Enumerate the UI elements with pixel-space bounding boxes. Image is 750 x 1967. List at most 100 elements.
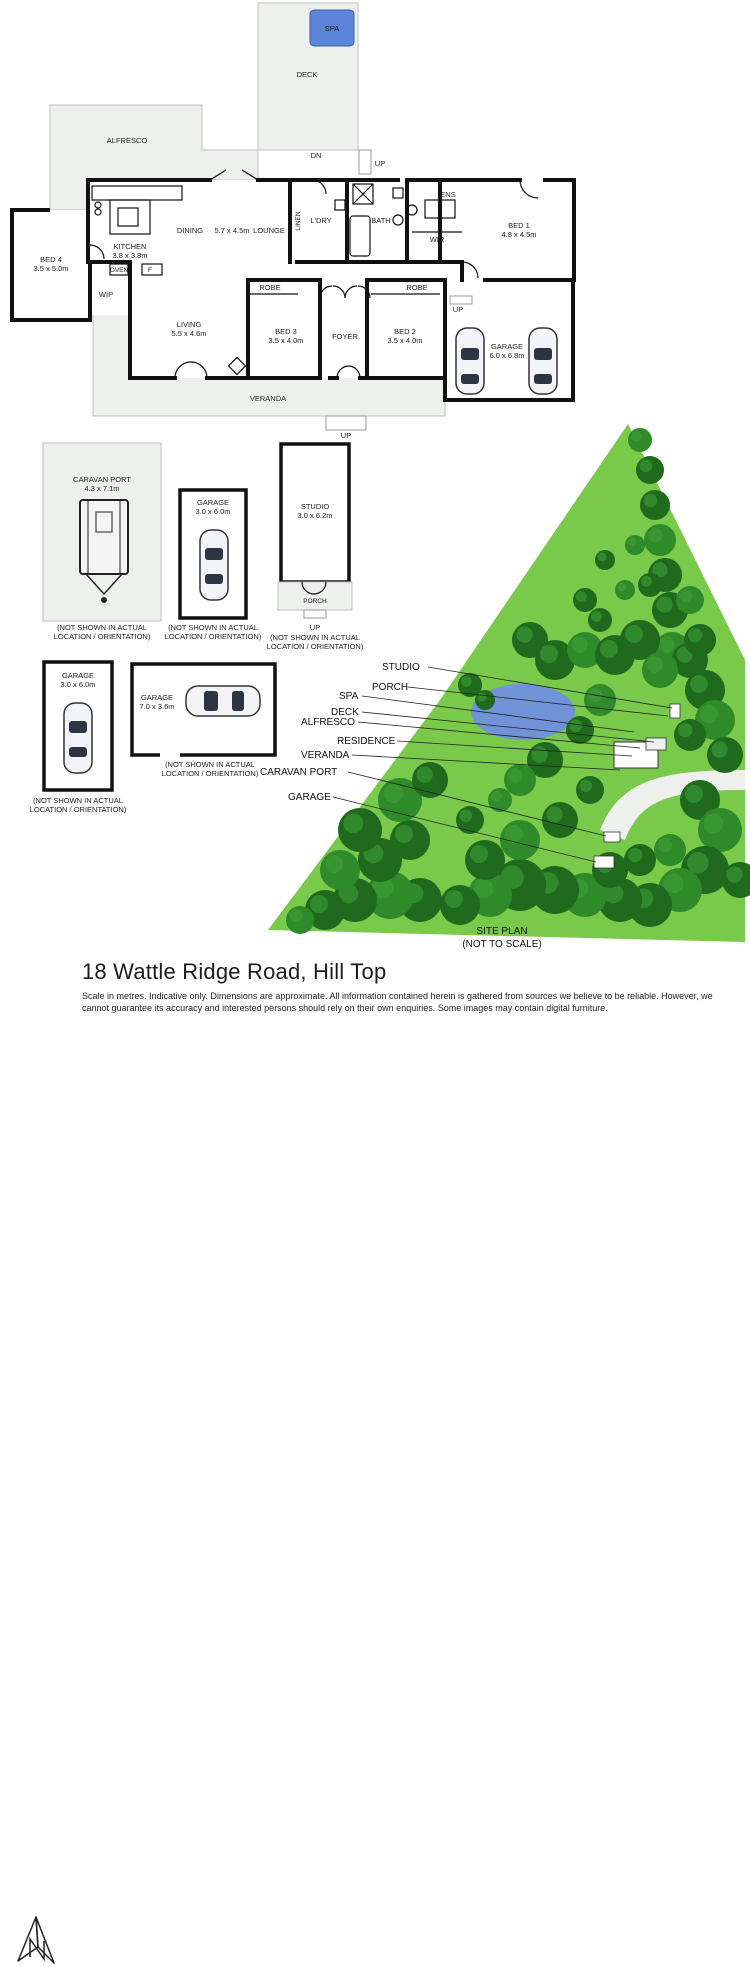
tree-highlight: [658, 838, 673, 853]
floor-plan: SPA DECK ALFRESCO DN UP: [10, 2, 750, 950]
property-address: 18 Wattle Ridge Road, Hill Top: [82, 959, 387, 984]
north-arrow-icon: [17, 1916, 55, 1964]
caravan-port-label: CARAVAN PORT: [73, 475, 131, 484]
tree-highlight: [703, 813, 724, 834]
ens-label: ENS: [440, 190, 455, 199]
tree-highlight: [625, 625, 643, 643]
veranda-label: VERANDA: [250, 394, 286, 403]
studio-not-shown-1: (NOT SHOWN IN ACTUAL: [270, 633, 360, 642]
tree-highlight: [656, 596, 673, 613]
caravan-not-shown-2: LOCATION / ORIENTATION): [54, 632, 151, 641]
tree-highlight: [600, 640, 618, 658]
tree-highlight: [540, 645, 558, 663]
car-icon: [185, 685, 261, 717]
wir-label: WIR: [430, 235, 445, 244]
site-label-residence: RESIDENCE: [337, 736, 396, 747]
tree-highlight: [652, 562, 668, 578]
deck-steps: [358, 149, 372, 175]
tree-highlight: [531, 746, 548, 763]
site-label-spa: SPA: [339, 691, 359, 702]
tree-highlight: [663, 873, 684, 894]
robe-label-bed3: ROBE: [259, 283, 280, 292]
studio-size: 3.0 x 6.2m: [297, 511, 332, 520]
studio-not-shown-2: LOCATION / ORIENTATION): [267, 642, 364, 651]
garage-b-not-shown-1: (NOT SHOWN IN ACTUAL: [33, 796, 123, 805]
bed2-size: 3.5 x 4.0m: [387, 336, 422, 345]
tree-highlight: [372, 877, 394, 899]
car-icon: [199, 529, 229, 601]
living-label: LIVING: [177, 320, 202, 329]
studio-steps: [303, 609, 327, 619]
tree-highlight: [416, 766, 433, 783]
tree-highlight: [470, 845, 488, 863]
tree-highlight: [546, 806, 563, 823]
garage-c-label: GARAGE: [141, 693, 173, 702]
site-label-garage: GARAGE: [288, 792, 331, 803]
tree-highlight: [477, 692, 487, 702]
garage-steps: [449, 295, 473, 305]
tree-highlight: [639, 459, 653, 473]
studio-porch-area: [277, 581, 353, 611]
site-label-deck: DECK: [331, 707, 359, 718]
tree-highlight: [597, 552, 607, 562]
tree-highlight: [726, 866, 743, 883]
studio-label: STUDIO: [301, 502, 330, 511]
garage-main-label: GARAGE: [491, 342, 523, 351]
tree-highlight: [617, 582, 627, 592]
tree-highlight: [658, 636, 675, 653]
caravan-port-size: 4.3 x 7.1m: [84, 484, 119, 493]
bed2-label: BED 2: [394, 327, 416, 336]
tree-highlight: [395, 825, 413, 843]
alfresco-label: ALFRESCO: [107, 136, 148, 145]
fixtures: [89, 169, 539, 379]
garage-c-not-shown-1: (NOT SHOWN IN ACTUAL: [165, 760, 255, 769]
tree-highlight: [628, 848, 643, 863]
tree-highlight: [603, 883, 624, 904]
site-plan-title: SITE PLAN: [476, 926, 527, 937]
kitchen-size: 3.8 x 3.8m: [112, 251, 147, 260]
garage-c-size: 7.0 x 3.6m: [139, 702, 174, 711]
site-label-alfresco: ALFRESCO: [301, 717, 355, 728]
tree-highlight: [325, 855, 343, 873]
tree-highlight: [690, 675, 708, 693]
tree-highlight: [631, 431, 642, 442]
tree-highlight: [516, 626, 533, 643]
site-label-veranda: VERANDA: [301, 750, 350, 761]
wip-label: WIP: [99, 290, 113, 299]
garage-b-label: GARAGE: [62, 671, 94, 680]
tree-highlight: [643, 493, 658, 508]
caravan-icon: [79, 499, 129, 603]
tree-highlight: [289, 909, 303, 923]
site-studio: [669, 703, 681, 719]
tree-highlight: [627, 537, 637, 547]
garage-a-not-shown-2: LOCATION / ORIENTATION): [165, 632, 262, 641]
living-size: 5.5 x 4.6m: [171, 329, 206, 338]
dining-label: DINING: [177, 226, 203, 235]
linen-label: LINEN: [295, 211, 302, 230]
garage-a-not-shown-1: (NOT SHOWN IN ACTUAL: [168, 623, 258, 632]
veranda-up-label: UP: [341, 431, 351, 440]
tree-highlight: [459, 809, 473, 823]
dining-size: 5.7 x 4.5m: [214, 226, 249, 235]
garage-b-not-shown-2: LOCATION / ORIENTATION): [30, 805, 127, 814]
tree-highlight: [461, 676, 472, 687]
car-icon: [63, 702, 93, 774]
bed4-label: BED 4: [40, 255, 62, 264]
kitchen-label: KITCHEN: [114, 242, 147, 251]
tree-highlight: [473, 878, 494, 899]
tree-highlight: [508, 768, 523, 783]
tree-highlight: [678, 723, 693, 738]
bed3-size: 3.5 x 4.0m: [268, 336, 303, 345]
tree-highlight: [579, 779, 593, 793]
bed1-label: BED 1: [508, 221, 530, 230]
lounge-label: LOUNGE: [253, 226, 285, 235]
fridge-label: F: [148, 267, 152, 274]
robe-label-bed2: ROBE: [406, 283, 427, 292]
oven-label: OVEN: [110, 267, 129, 274]
garage-main-size: 6.0 x 6.8m: [489, 351, 524, 360]
tree-highlight: [383, 783, 404, 804]
spa-label: SPA: [325, 24, 339, 33]
car-icon: [528, 327, 558, 395]
tree-highlight: [343, 813, 364, 834]
tree-highlight: [679, 589, 693, 603]
